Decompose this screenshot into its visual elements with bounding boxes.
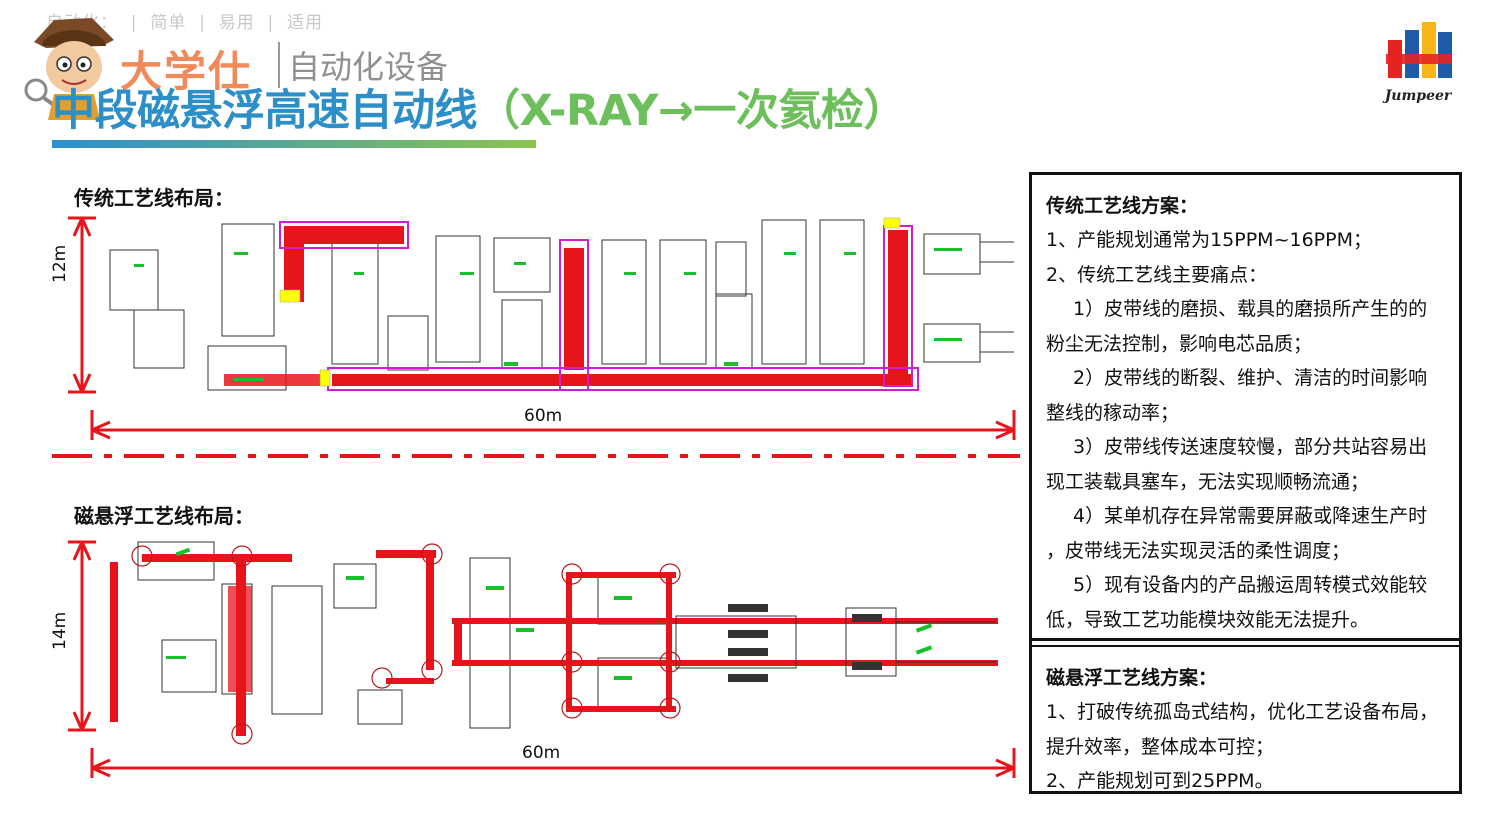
panel-text-line: 1、产能规划通常为15PPM~16PPM； bbox=[1046, 229, 1372, 251]
panel-text-line: 粉尘无法控制，影响电芯品质； bbox=[1046, 332, 1313, 355]
traditional-plan-lines: 1、产能规划通常为15PPM~16PPM； 2、传统工艺线主要痛点： 1）皮带线的磨… bbox=[1046, 223, 1449, 637]
maglev-height-dimension bbox=[68, 540, 96, 732]
maglev-layout-label: 磁悬浮工艺线布局： bbox=[74, 504, 254, 528]
panel-text-line: 1、打破传统孤岛式结构，优化工艺设备布局， bbox=[1046, 701, 1439, 723]
traditional-plan-box: 传统工艺线方案： 1、产能规划通常为15PPM~16PPM； 2、传统工艺线主要痛… bbox=[1032, 175, 1459, 641]
maglev-width-dimension bbox=[90, 748, 1016, 778]
panel-text-line: 2）皮带线的断裂、维护、清洁的时间影响 bbox=[1073, 367, 1428, 389]
traditional-plan-heading: 传统工艺线方案： bbox=[1046, 195, 1199, 217]
jumpeer-logo-icon: Jumpeer bbox=[1382, 22, 1453, 104]
traditional-layout-drawing bbox=[109, 217, 1014, 391]
panel-text-line: 5）现有设备内的产品搬运周转模式效能较 bbox=[1073, 574, 1428, 596]
traditional-width-label: 60m bbox=[524, 406, 563, 426]
title-underline bbox=[52, 140, 536, 148]
mascot-icon bbox=[24, 18, 114, 120]
traditional-height-dimension bbox=[68, 216, 96, 394]
page-title-main: 中段磁悬浮高速自动线 bbox=[52, 86, 478, 136]
panel-text-line: 3）皮带线传送速度较慢，部分共站容易出 bbox=[1073, 436, 1428, 458]
maglev-height-label: 14m bbox=[50, 611, 70, 650]
page-title: 中段磁悬浮高速自动线（X-RAY→一次氦检） bbox=[52, 76, 906, 138]
brand-name: 大学仕 bbox=[120, 47, 253, 96]
comparison-panel: 传统工艺线方案： 1、产能规划通常为15PPM~16PPM； 2、传统工艺线主要痛… bbox=[1029, 172, 1462, 794]
panel-text-line: 整线的稼动率； bbox=[1046, 401, 1180, 424]
panel-text-line: 2、产能规划可到25PPM。 bbox=[1046, 770, 1274, 792]
traditional-layout-label: 传统工艺线布局： bbox=[74, 186, 234, 210]
traditional-height-label: 12m bbox=[50, 244, 70, 283]
panel-text-line: ，皮带线无法实现灵活的柔性调度； bbox=[1046, 539, 1351, 562]
brand-subtitle: 自动化设备 bbox=[278, 42, 448, 88]
maglev-layout-drawing bbox=[110, 541, 998, 745]
section-separator bbox=[52, 454, 1020, 458]
maglev-width-label: 60m bbox=[522, 743, 561, 763]
maglev-plan-box: 磁悬浮工艺线方案： 1、打破传统孤岛式结构，优化工艺设备布局， 提升效率，整体成本… bbox=[1032, 645, 1459, 792]
panel-text-line: 提升效率，整体成本可控； bbox=[1046, 735, 1275, 758]
panel-text-line: 4）某单机存在异常需要屏蔽或降速生产时 bbox=[1073, 505, 1428, 527]
traditional-width-dimension bbox=[90, 410, 1016, 440]
page-title-suffix: （X-RAY→一次氦检） bbox=[477, 86, 906, 136]
panel-text-line: 低，导致工艺功能模块效能无法提升。 bbox=[1046, 608, 1370, 631]
logo-text: Jumpeer bbox=[1382, 88, 1453, 104]
maglev-plan-lines: 1、打破传统孤岛式结构，优化工艺设备布局， 提升效率，整体成本可控； 2、产能规划可… bbox=[1046, 695, 1449, 799]
panel-text-line: 现工装载具塞车，无法实现顺畅流通； bbox=[1046, 470, 1370, 493]
panel-text-line: 2、传统工艺线主要痛点： bbox=[1046, 263, 1268, 286]
panel-text-line: 1）皮带线的磨损、载具的磨损所产生的的 bbox=[1073, 298, 1428, 320]
maglev-plan-heading: 磁悬浮工艺线方案： bbox=[1046, 667, 1218, 689]
